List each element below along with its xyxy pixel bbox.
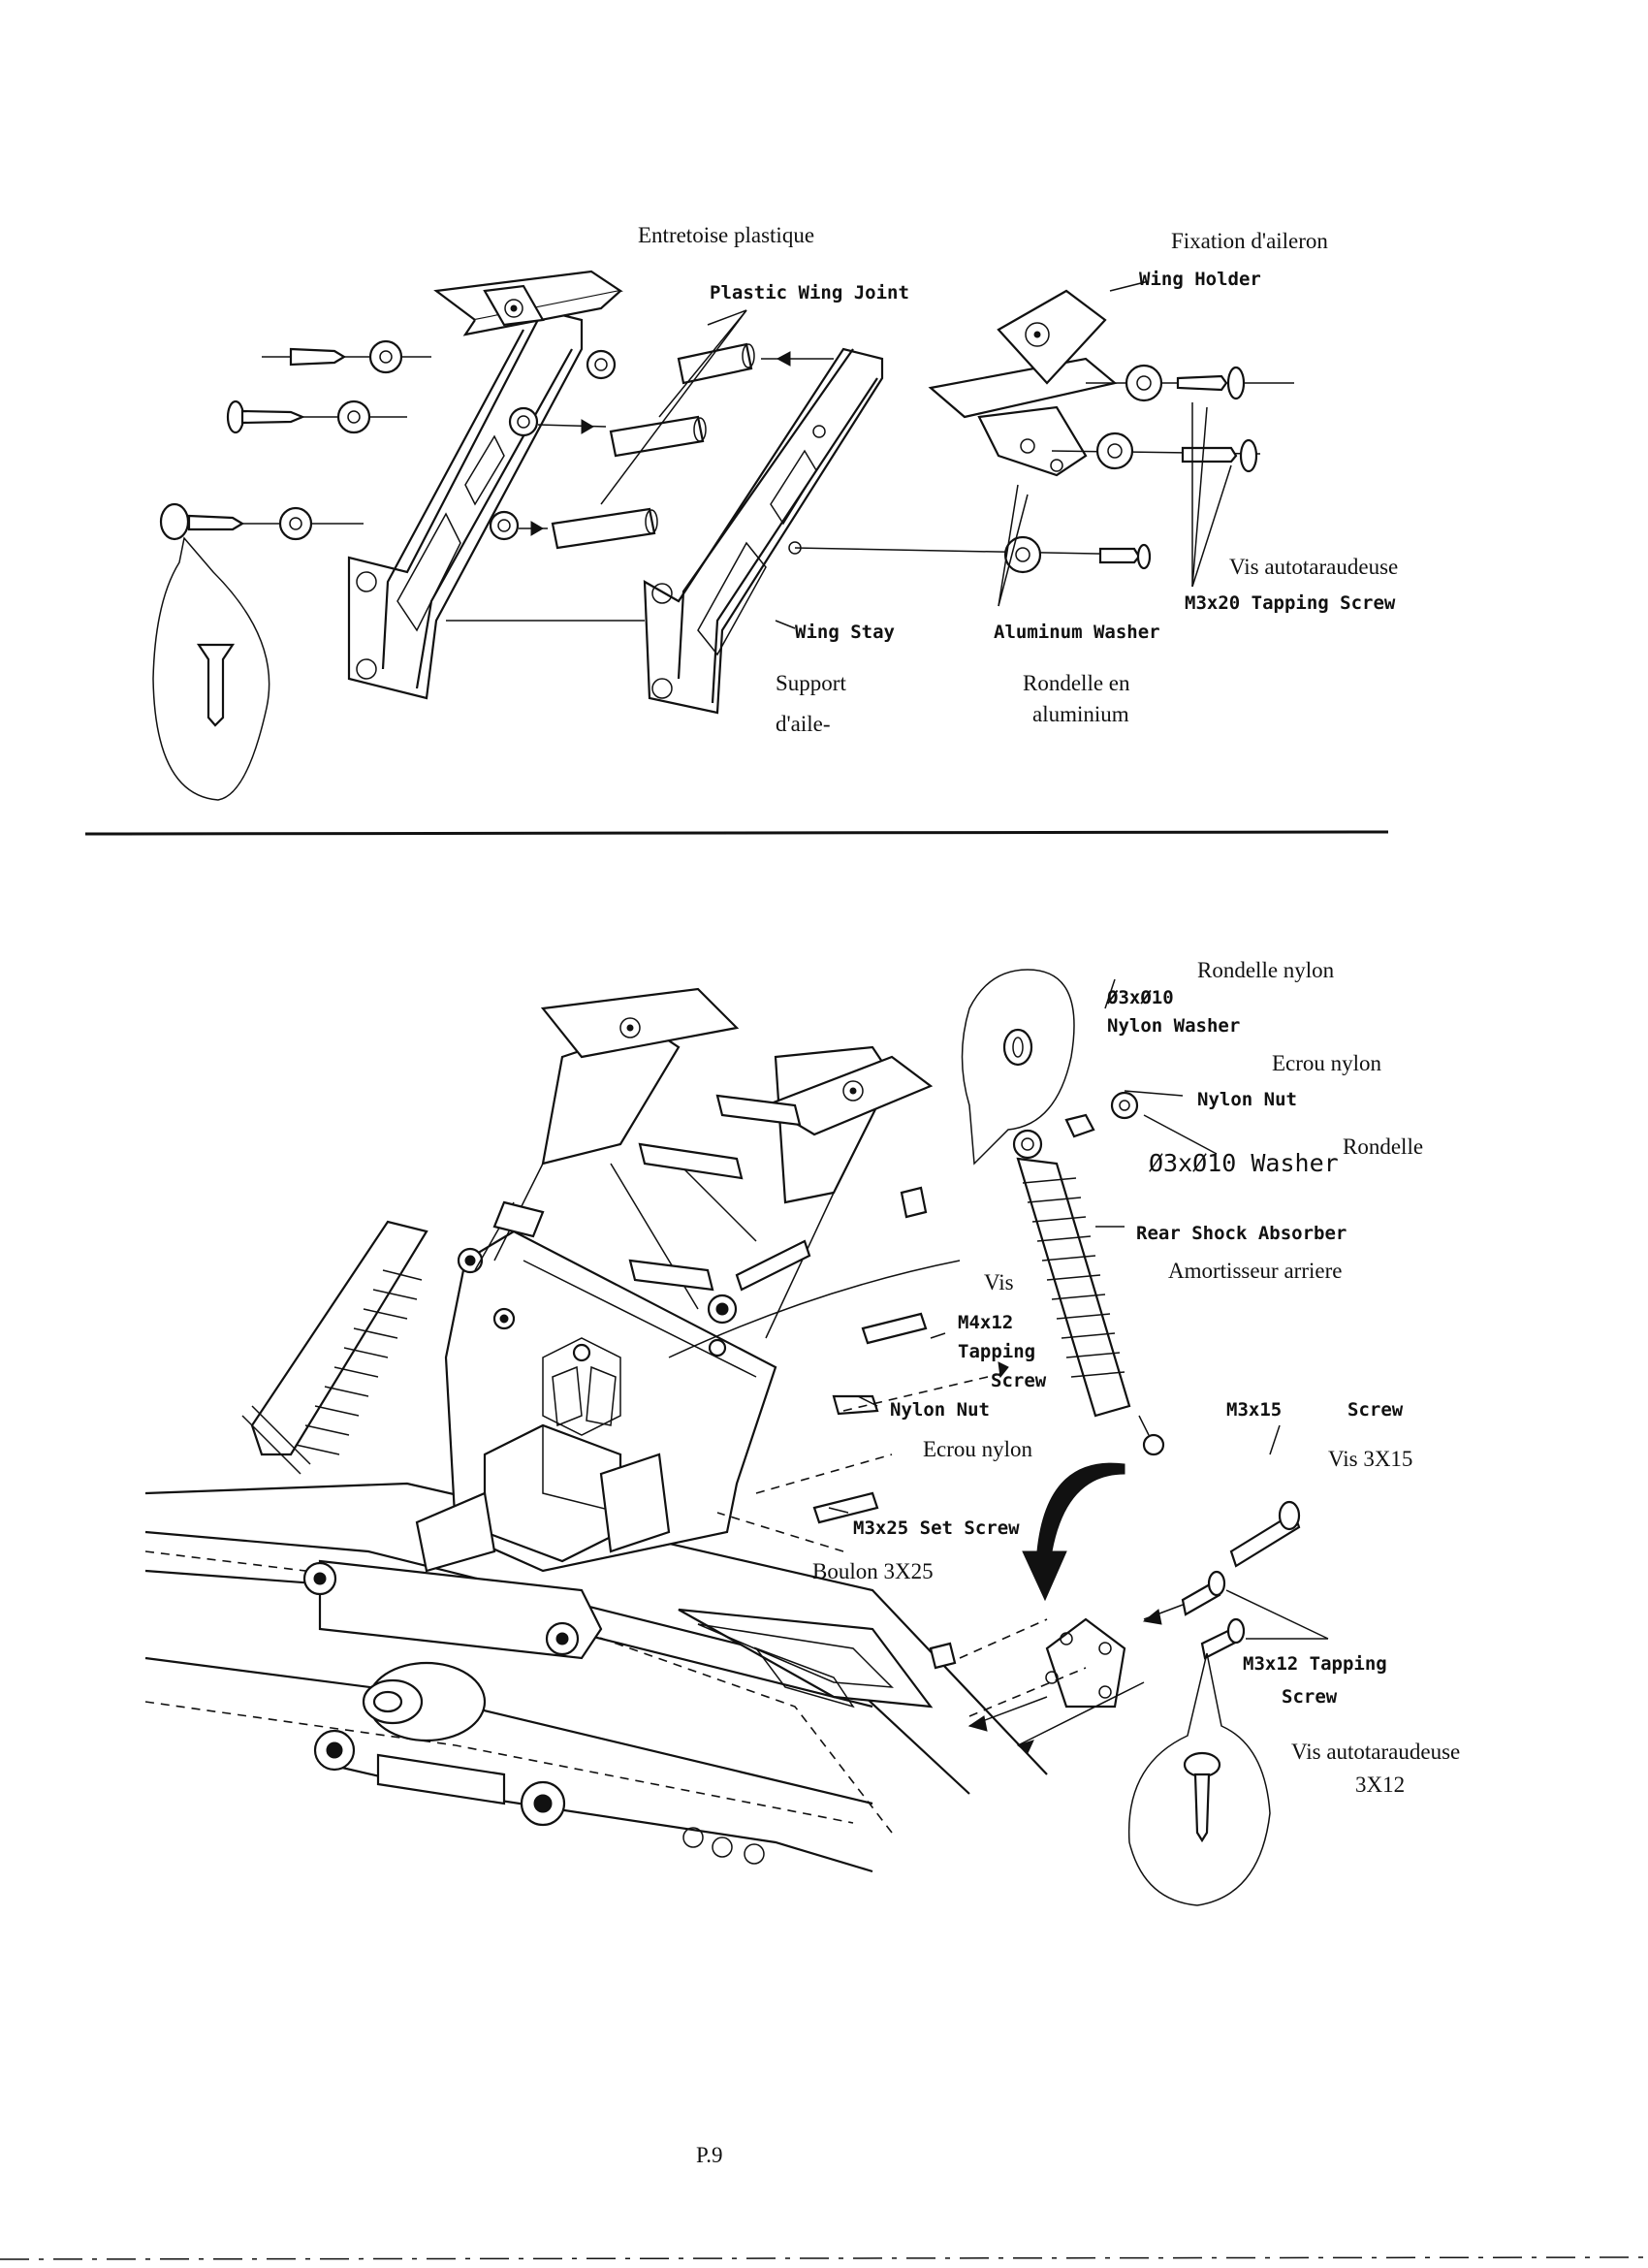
label-plastic-wing-joint: Plastic Wing Joint: [710, 282, 909, 303]
label-rear-shock-absorber: Rear Shock Absorber: [1136, 1223, 1347, 1244]
label-wing-holder: Wing Holder: [1139, 269, 1261, 290]
page-number: P.9: [696, 2143, 723, 2167]
label-rondelle: Rondelle: [1343, 1134, 1423, 1159]
label-size-3x12: 3X12: [1355, 1773, 1405, 1797]
wing-stay-assembly: [152, 270, 1294, 801]
label-screw-m4: Screw: [991, 1370, 1047, 1391]
label-boulon-3x25: Boulon 3X25: [812, 1559, 934, 1583]
label-nylon-washer-size: Ø3xØ10: [1106, 987, 1174, 1008]
label-m3x12-tapping: M3x12 Tapping: [1243, 1653, 1387, 1675]
label-fixation-aileron: Fixation d'aileron: [1171, 229, 1328, 253]
label-tapping: Tapping: [958, 1341, 1035, 1362]
rear-shock-assembly: [144, 969, 1329, 1906]
label-washer-3x10: Ø3xØ10 Washer: [1149, 1149, 1339, 1177]
label-m3x25-set-screw: M3x25 Set Screw: [853, 1517, 1020, 1539]
label-aluminium: aluminium: [1032, 702, 1129, 726]
label-screw-bottom: Screw: [1282, 1686, 1338, 1708]
label-ecrou-nylon-top: Ecrou nylon: [1272, 1051, 1382, 1075]
bottom-rule: [0, 2256, 1648, 2260]
label-vis-autotaraudeuse-top: Vis autotaraudeuse: [1229, 555, 1398, 579]
label-m3x15: M3x15: [1226, 1399, 1282, 1421]
label-rondelle-nylon: Rondelle nylon: [1197, 958, 1335, 982]
label-support: Support: [776, 671, 846, 695]
label-nylon-nut-top: Nylon Nut: [1197, 1089, 1297, 1110]
label-vis-autotaraudeuse-bottom: Vis autotaraudeuse: [1291, 1740, 1460, 1764]
label-ecrou-nylon-mid: Ecrou nylon: [923, 1437, 1033, 1461]
label-m3x20-tapping-screw: M3x20 Tapping Screw: [1185, 592, 1396, 614]
label-wing-stay: Wing Stay: [795, 622, 895, 643]
label-m4x12: M4x12: [958, 1312, 1013, 1333]
left-shock-absorber: [241, 1200, 545, 1475]
right-shock-absorber: [1012, 1129, 1165, 1456]
label-aluminum-washer: Aluminum Washer: [994, 622, 1160, 643]
label-nylon-nut-mid: Nylon Nut: [890, 1399, 990, 1421]
label-entretoise-plastique: Entretoise plastique: [638, 223, 814, 247]
label-screw-right: Screw: [1347, 1399, 1404, 1421]
label-amortisseur-arriere: Amortisseur arriere: [1168, 1259, 1342, 1283]
label-rondelle-en: Rondelle en: [1023, 671, 1130, 695]
label-vis-m4: Vis: [984, 1270, 1014, 1294]
label-vis-3x15: Vis 3X15: [1328, 1447, 1412, 1471]
section-divider: [84, 830, 1389, 836]
label-nylon-washer: Nylon Washer: [1107, 1015, 1240, 1037]
label-daile: d'aile-: [776, 712, 831, 736]
